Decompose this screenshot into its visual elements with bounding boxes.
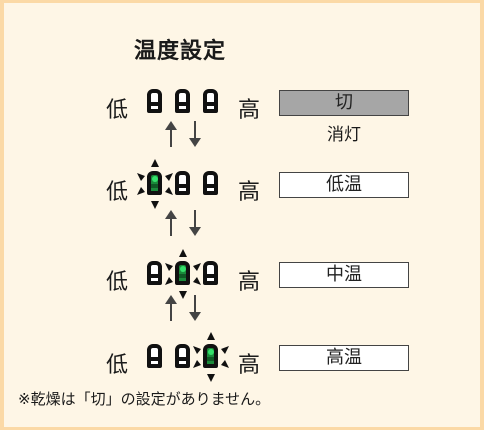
led-indicator-icon — [175, 89, 190, 113]
arrow-up-icon — [164, 121, 178, 147]
led-indicator-icon — [203, 89, 218, 113]
temperature-setting-panel: 温度設定 低 高 切 消灯 低 高 低温 低 — [4, 3, 480, 427]
led-indicator-icon — [147, 89, 162, 113]
high-label: 高 — [238, 270, 261, 295]
led-indicator-icon — [203, 344, 218, 368]
level-row-high: 低 高 高温 — [4, 332, 480, 388]
level-row-mid: 低 高 中温 — [4, 249, 480, 305]
arrow-down-icon — [188, 295, 202, 321]
low-label: 低 — [106, 98, 129, 123]
led-indicator-icon — [175, 344, 190, 368]
footnote: ※乾燥は「切」の設定がありません。 — [18, 390, 271, 408]
arrow-up-icon — [164, 295, 178, 321]
low-label: 低 — [106, 270, 129, 295]
level-arrows — [164, 295, 224, 323]
arrow-down-icon — [188, 121, 202, 147]
light-rays-icon — [165, 249, 201, 299]
low-label: 低 — [106, 353, 129, 378]
led-indicator-icon — [175, 261, 190, 285]
light-rays-icon — [137, 159, 173, 209]
led-indicator-icon — [203, 261, 218, 285]
level-arrows — [164, 210, 224, 238]
high-label: 高 — [238, 180, 261, 205]
arrow-up-icon — [164, 210, 178, 236]
mode-box-low: 低温 — [279, 172, 409, 198]
mode-box-high: 高温 — [279, 345, 409, 371]
level-row-low: 低 高 低温 — [4, 159, 480, 215]
led-indicator-icon — [147, 344, 162, 368]
mode-box-mid: 中温 — [279, 262, 409, 288]
mode-sub-label: 消灯 — [327, 125, 361, 145]
mode-box-off: 切 — [279, 90, 409, 116]
led-indicator-icon — [175, 171, 190, 195]
led-indicator-icon — [147, 171, 162, 195]
arrow-down-icon — [188, 210, 202, 236]
page-title: 温度設定 — [134, 39, 227, 64]
high-label: 高 — [238, 98, 261, 123]
light-rays-icon — [193, 332, 229, 382]
led-indicator-icon — [203, 171, 218, 195]
level-arrows — [164, 121, 224, 149]
high-label: 高 — [238, 353, 261, 378]
low-label: 低 — [106, 180, 129, 205]
level-row-off: 低 高 切 — [4, 83, 480, 133]
led-indicator-icon — [147, 261, 162, 285]
